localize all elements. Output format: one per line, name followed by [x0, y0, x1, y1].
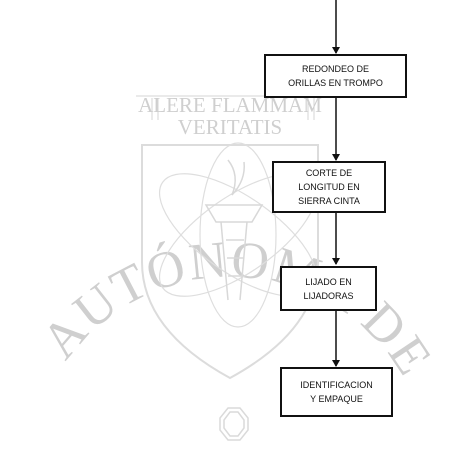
step-box-identificacion: IDENTIFICACION Y EMPAQUE [280, 367, 393, 417]
step-box-corte: CORTE DE LONGITUD EN SIERRA CINTA [272, 161, 386, 213]
step-box-lijado: LIJADO EN LIJADORAS [280, 266, 377, 311]
seal-torch [204, 159, 264, 301]
step-box-redondeo: REDONDEO DE ORILLAS EN TROMPO [264, 54, 407, 98]
seal-bottom-medallion [219, 407, 249, 441]
seal-motto-line2: VERITATIS [178, 115, 282, 139]
